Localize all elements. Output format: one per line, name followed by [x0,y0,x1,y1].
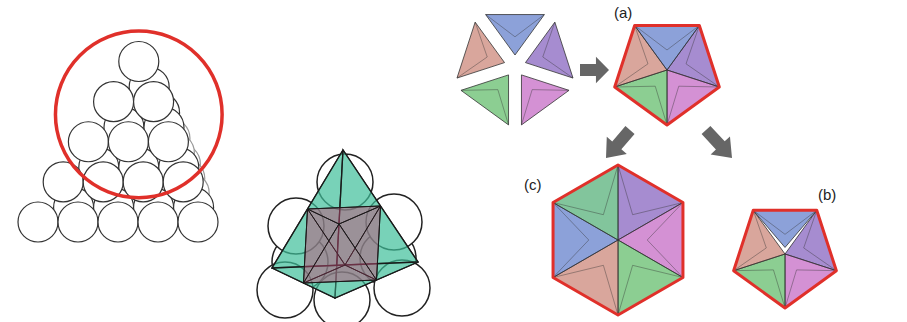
tetrahedron [521,75,569,125]
sphere [108,122,148,162]
tetrahedron-edge [753,210,816,234]
tetrahedron-edge [521,90,569,125]
outline [734,210,837,308]
tetrahedron-edge [461,90,509,125]
sphere [18,202,58,242]
tetrahedron [753,210,816,247]
panel-label: (c) [524,176,542,194]
outline [615,26,720,125]
tetrahedron-edge [618,265,683,315]
tetrahedron-edge [618,165,683,215]
tetrahedron [461,75,509,125]
tetrahedron-edge [486,15,545,37]
tetrahedron [667,70,719,125]
sphere [68,122,108,162]
tetrahedron [618,240,683,315]
panel-label: (b) [818,186,836,204]
tetrahedron-edge [647,203,683,278]
octahedron-face [308,206,381,224]
tetrahedron-edge [543,22,573,78]
panel-label: (a) [614,4,632,22]
tetrahedron-edge [457,22,487,78]
sphere [138,202,178,242]
outline [553,165,683,315]
sphere [134,82,174,122]
highlight-circle [55,31,222,198]
sphere-pile [18,31,222,242]
sphere [43,162,83,202]
process-arrow [580,57,609,83]
tetrahedron [635,26,700,70]
sphere [163,162,203,202]
sphere [119,42,159,82]
tetrahedron [486,15,545,55]
tetrahedron-edge [635,26,700,50]
tetrahedron-edge [553,165,618,215]
tetrahedron [553,165,618,240]
sphere [98,202,138,242]
process-arrow [606,126,635,158]
process-arrow [702,126,732,158]
sphere [148,122,188,162]
tetrahedra-assemblies [457,15,836,315]
tetrahedron-edge [553,203,589,278]
sphere [178,202,218,242]
octahedron-face [304,224,377,283]
tetrahedron [785,254,836,308]
sphere [94,82,134,122]
tetrahedron-edge [553,265,618,315]
tetra-octa-model [257,150,430,322]
sphere [58,202,98,242]
